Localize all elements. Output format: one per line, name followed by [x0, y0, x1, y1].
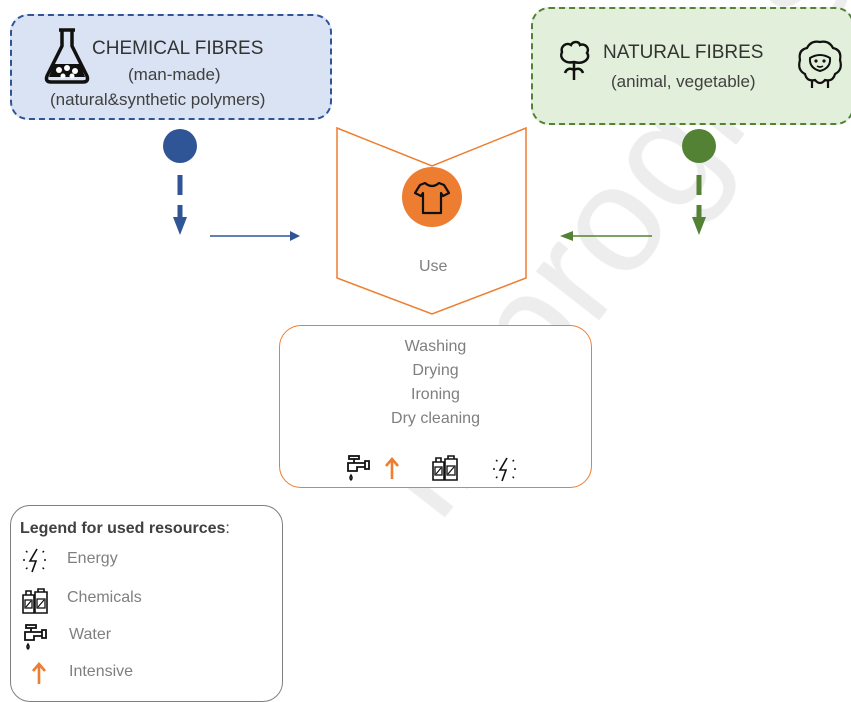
- legend-water-tap-icon: [24, 624, 47, 651]
- chemical-flow-connector: [163, 129, 300, 241]
- legend-label-water: Water: [69, 626, 112, 643]
- natural-fibres-title: NATURAL FIBRES: [603, 42, 764, 63]
- legend-intensive-arrow-icon: [32, 662, 46, 684]
- usage-item-drying: Drying: [412, 362, 459, 379]
- chemicals-icon: [432, 455, 458, 481]
- tshirt-icon: [413, 181, 451, 215]
- legend-title-text: Legend for used resources: [20, 520, 226, 537]
- sheep-icon: [798, 40, 842, 88]
- intensive-arrow-icon: [385, 457, 399, 479]
- chemical-fibres-subtitle-2: (natural&synthetic polymers): [50, 90, 266, 109]
- legend-label-energy: Energy: [67, 550, 118, 567]
- legend-title-colon: :: [225, 520, 230, 537]
- natural-fibres-subtitle: (animal, vegetable): [611, 72, 756, 91]
- legend-chemicals-icon: [22, 588, 48, 614]
- usage-item-washing: Washing: [404, 338, 467, 355]
- legend-energy-icon: [23, 548, 47, 573]
- flask-icon: [44, 28, 90, 84]
- legend-label-chemicals: Chemicals: [67, 589, 142, 606]
- energy-icon: [493, 457, 517, 482]
- natural-fibres-box: [531, 7, 851, 125]
- usage-item-ironing: Ironing: [411, 386, 460, 403]
- chemical-fibres-title: CHEMICAL FIBRES: [92, 38, 264, 59]
- chemical-fibres-subtitle-1: (man-made): [128, 65, 221, 84]
- water-tap-icon: [347, 455, 370, 482]
- use-label: Use: [419, 258, 448, 275]
- legend-title: Legend for used resources:: [20, 520, 230, 538]
- usage-item-dry-cleaning: Dry cleaning: [391, 410, 480, 427]
- cotton-plant-icon: [560, 40, 590, 80]
- legend-label-intensive: Intensive: [69, 663, 134, 680]
- natural-flow-connector: [560, 129, 716, 241]
- use-chevron-shape: [336, 126, 527, 315]
